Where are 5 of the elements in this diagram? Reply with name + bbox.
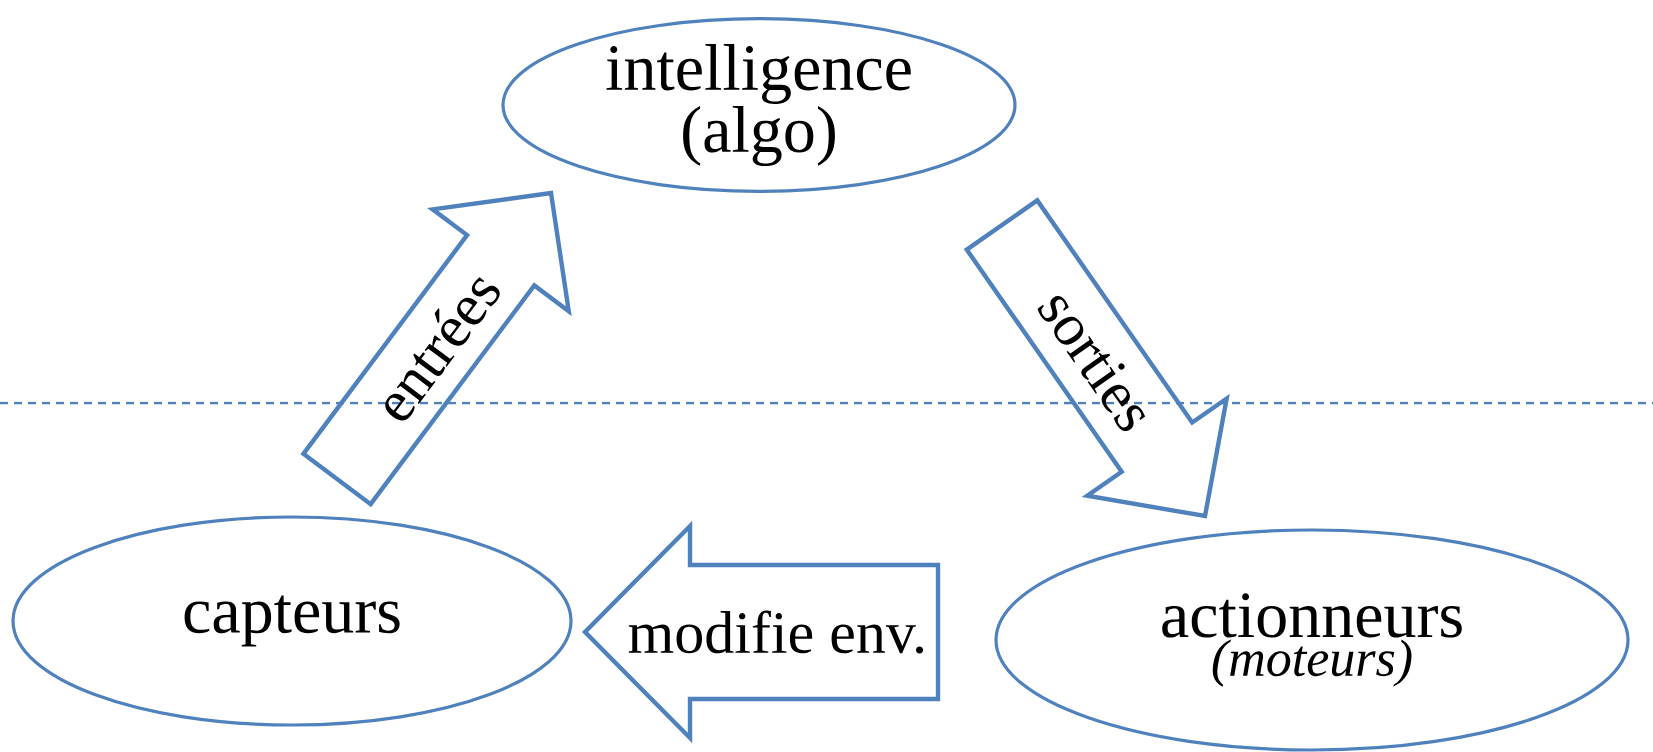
edge-label: modifie env. bbox=[628, 610, 924, 654]
ellipse-node: intelligence (algo) bbox=[501, 17, 1017, 193]
ellipse-node: capteurs bbox=[11, 515, 573, 727]
block-arrow bbox=[581, 520, 941, 744]
ellipse-node: actionneurs (moteurs) bbox=[994, 528, 1630, 752]
